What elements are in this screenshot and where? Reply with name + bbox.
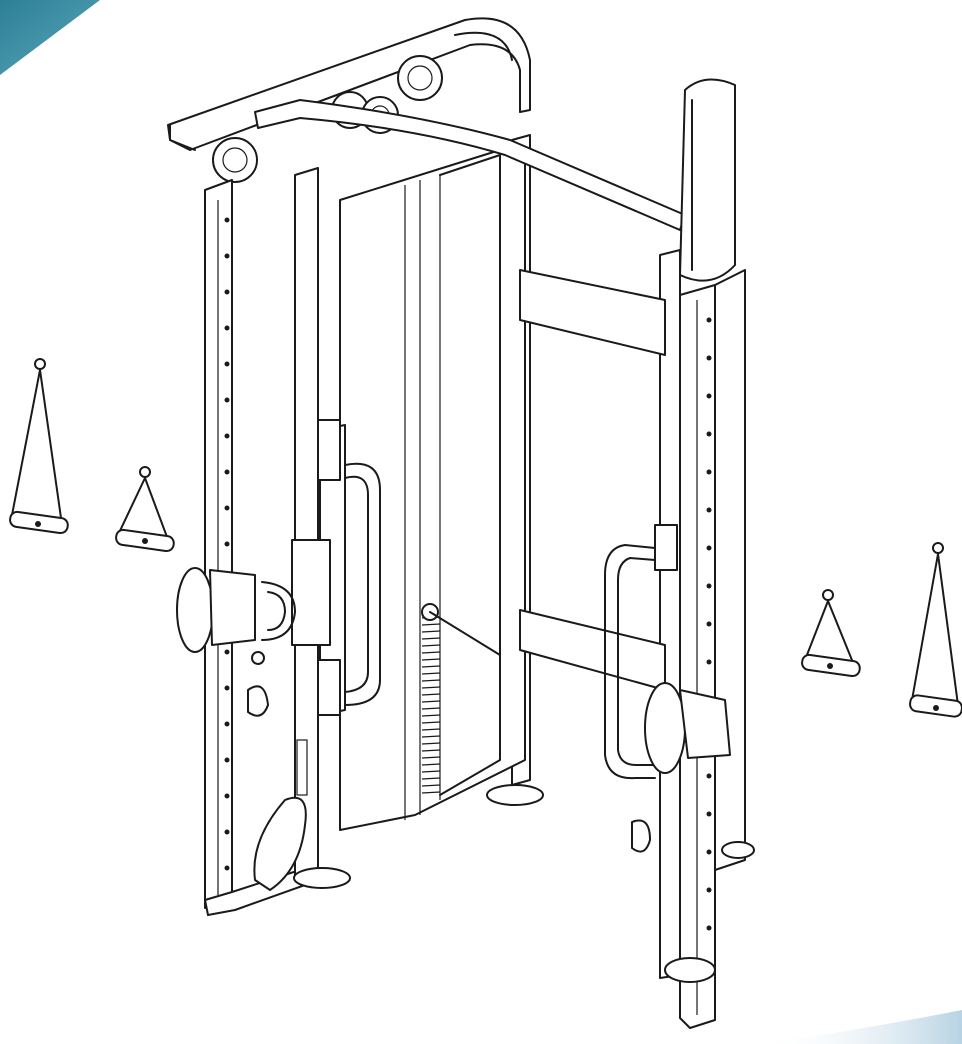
column-holes	[224, 217, 230, 871]
weight-plate	[421, 700, 441, 703]
adjustment-hole	[706, 849, 712, 855]
weight-plate	[421, 672, 441, 675]
adjustment-hole	[224, 433, 230, 439]
adjustment-hole	[224, 361, 230, 367]
weight-plate	[421, 791, 441, 794]
adjustment-hole	[224, 505, 230, 511]
weight-plate	[421, 749, 441, 752]
right-column-holes	[706, 317, 712, 969]
handle-right-short	[801, 589, 861, 678]
handle-left-long	[9, 358, 69, 535]
weight-plate	[421, 651, 441, 654]
adjustment-hole	[224, 469, 230, 475]
weight-plate	[421, 742, 441, 745]
adjustment-hole	[706, 925, 712, 931]
weight-plate	[421, 623, 441, 626]
weight-plate	[421, 665, 441, 668]
overhead-bar	[254, 99, 686, 231]
adjustment-hole	[224, 397, 230, 403]
weight-plate	[421, 637, 441, 640]
adjustment-hole	[706, 659, 712, 665]
weight-plate	[421, 644, 441, 647]
adjustment-hole	[706, 583, 712, 589]
weight-plate	[421, 658, 441, 661]
adjustment-hole	[706, 621, 712, 627]
weight-plate	[421, 707, 441, 710]
adjustment-hole	[224, 325, 230, 331]
weight-plate	[421, 756, 441, 759]
weight-plate	[421, 770, 441, 773]
adjustment-hole	[706, 317, 712, 323]
weight-plate	[421, 630, 441, 633]
adjustment-hole	[706, 811, 712, 817]
adjustment-hole	[706, 545, 712, 551]
corner-accent-top-left	[0, 0, 100, 75]
corner-accent-bottom-right	[760, 1010, 962, 1044]
adjustment-hole	[706, 393, 712, 399]
adjustment-hole	[706, 887, 712, 893]
weight-plate	[421, 784, 441, 787]
adjustment-hole	[706, 355, 712, 361]
adjustment-hole	[224, 865, 230, 871]
left-tower	[167, 17, 544, 916]
right-tower	[519, 78, 755, 1029]
adjustment-hole	[224, 289, 230, 295]
adjustment-hole	[224, 649, 230, 655]
weight-plate	[421, 728, 441, 731]
adjustment-hole	[224, 793, 230, 799]
weight-stack	[421, 616, 441, 794]
adjustment-hole	[224, 217, 230, 223]
adjustment-hole	[224, 757, 230, 763]
adjustment-hole	[224, 685, 230, 691]
weight-plate	[421, 721, 441, 724]
weight-plate	[421, 714, 441, 717]
weight-plate	[421, 777, 441, 780]
handle-right-long	[909, 542, 962, 718]
adjustment-hole	[224, 721, 230, 727]
adjustment-hole	[706, 431, 712, 437]
weight-plate	[421, 735, 441, 738]
adjustment-hole	[706, 469, 712, 475]
adjustment-hole	[224, 253, 230, 259]
weight-plate	[421, 679, 441, 682]
handle-left-short	[115, 466, 175, 553]
weight-plate	[421, 763, 441, 766]
weight-plate	[421, 693, 441, 696]
adjustment-hole	[224, 829, 230, 835]
adjustment-hole	[706, 773, 712, 779]
weight-plate	[421, 686, 441, 689]
adjustment-hole	[706, 507, 712, 513]
adjustment-hole	[224, 541, 230, 547]
